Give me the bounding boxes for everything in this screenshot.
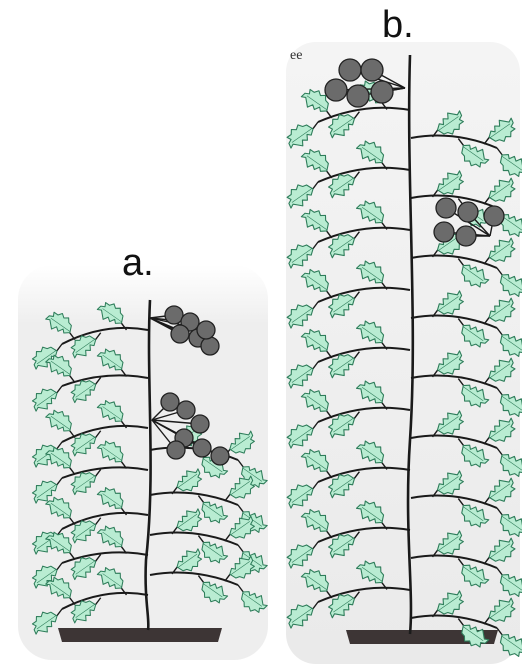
fruit: [456, 226, 476, 246]
scan-text-fragment: ee: [290, 48, 302, 64]
fruit: [161, 393, 179, 411]
fruit: [211, 447, 229, 465]
fruit: [434, 222, 454, 242]
fruit: [347, 85, 369, 107]
fruit: [339, 59, 361, 81]
fruit: [165, 306, 183, 324]
fruit: [371, 81, 393, 103]
fruit: [484, 206, 504, 226]
panel-b-background: [286, 42, 520, 664]
fruit: [191, 415, 209, 433]
fruit: [361, 59, 383, 81]
fruit: [325, 79, 347, 101]
label-b: b.: [382, 6, 414, 44]
fruit: [458, 202, 478, 222]
fruit: [177, 401, 195, 419]
fruit: [197, 321, 215, 339]
label-a: a.: [122, 244, 154, 282]
fruit: [171, 325, 189, 343]
fruit: [167, 441, 185, 459]
fruit: [201, 337, 219, 355]
soil-strip: [58, 628, 222, 642]
fruit: [193, 439, 211, 457]
fruit: [436, 198, 456, 218]
